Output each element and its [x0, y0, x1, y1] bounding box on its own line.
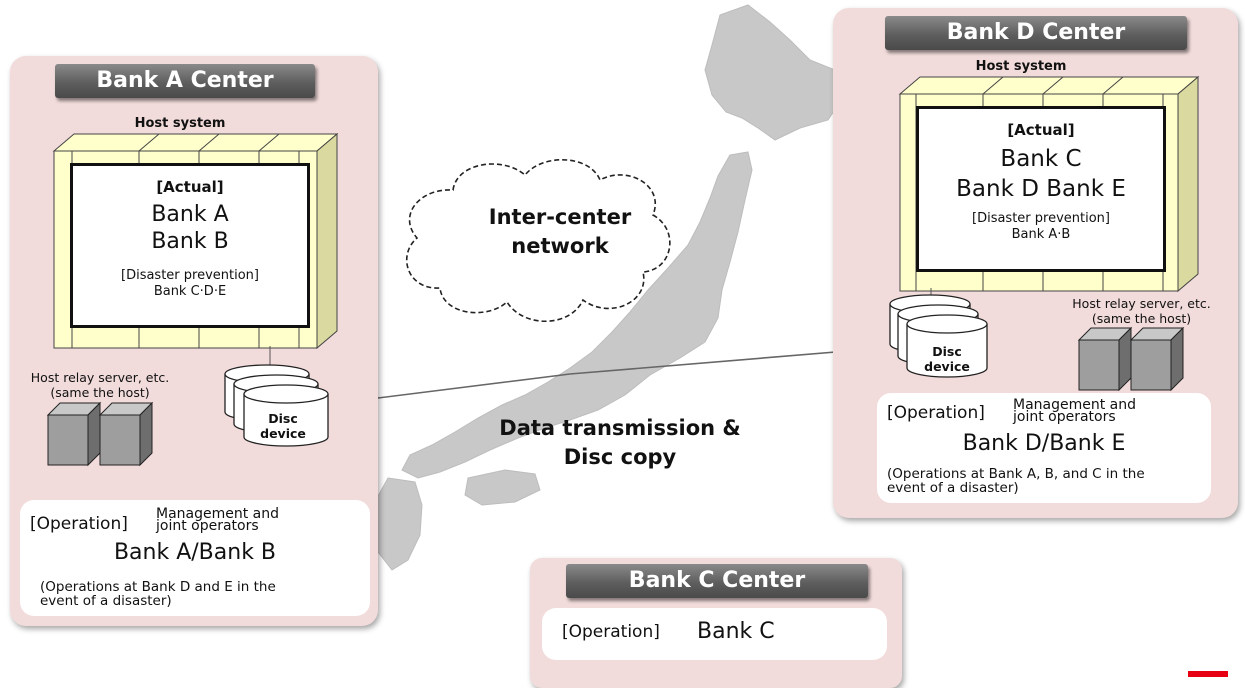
- bank-a-title: Bank A Center: [55, 64, 315, 98]
- bank-d-center: Bank D Center Host system [Actual] Bank …: [833, 8, 1238, 518]
- corner-mark: [1188, 671, 1228, 677]
- bank-a-disc-label: Disc device: [260, 411, 306, 441]
- bank-d-op-role: Management and joint operators: [1013, 397, 1137, 425]
- bank-a-actual-heading: [Actual]: [156, 178, 224, 196]
- bank-a-operation-box: [Operation] Management and joint operato…: [20, 500, 370, 616]
- bank-d-operation-box: [Operation] Management and joint operato…: [877, 393, 1211, 503]
- bank-a-op-banks: Bank A/Bank B: [113, 540, 277, 565]
- bank-c-title: Bank C Center: [566, 564, 868, 598]
- bank-d-disc-label: Disc device: [924, 344, 970, 374]
- bank-d-op-prefix: [Operation]: [887, 403, 985, 423]
- bank-d-host-label: Host system: [975, 59, 1067, 74]
- bank-d-dp-heading: [Disaster prevention]: [972, 211, 1110, 226]
- transfer-label: Data transmission & Disc copy: [499, 416, 741, 469]
- bank-c-operation-box: [Operation] Bank C: [542, 608, 887, 660]
- network-cloud: [406, 158, 671, 322]
- bank-a-disc-icon: [224, 364, 329, 447]
- bank-a-center: Bank A Center Host system [Actual] Bank …: [10, 56, 378, 626]
- bank-d-actual-line2: Bank D Bank E: [956, 176, 1126, 202]
- bank-d-relay-label: Host relay server, etc. (same the host): [1072, 296, 1211, 326]
- bank-a-dp-banks: Bank C·D·E: [153, 284, 227, 299]
- bank-d-actual-line1: Bank C: [1000, 146, 1082, 172]
- bank-a-dp-heading: [Disaster prevention]: [121, 268, 259, 283]
- bank-c-op-banks: Bank C: [697, 619, 775, 644]
- network-label: Inter-center network: [488, 205, 632, 258]
- bank-c-center: Bank C Center [Operation] Bank C: [530, 558, 902, 688]
- bank-c-op-prefix: [Operation]: [562, 622, 660, 642]
- bank-d-title: Bank D Center: [885, 16, 1187, 50]
- bank-d-actual-box: [Actual] Bank C Bank D Bank E [Disaster …: [916, 106, 1166, 272]
- bank-d-actual-heading: [Actual]: [1007, 121, 1075, 139]
- bank-d-dp-banks: Bank A·B: [1011, 227, 1071, 242]
- bank-a-host-label: Host system: [134, 116, 226, 131]
- bank-a-relay-label: Host relay server, etc. (same the host): [30, 370, 170, 400]
- bank-d-disc-icon: [889, 294, 988, 378]
- bank-a-actual-box: [Actual] Bank A Bank B [Disaster prevent…: [70, 163, 310, 328]
- bank-d-relay-server-icon: [1077, 326, 1185, 392]
- bank-a-op-role: Management and joint operators: [156, 506, 280, 534]
- bank-a-relay-server-icon: [46, 401, 154, 467]
- bank-d-op-note: (Operations at Bank A, B, and C in the e…: [887, 466, 1145, 496]
- bank-a-op-prefix: [Operation]: [30, 514, 128, 534]
- bank-d-op-banks: Bank D/Bank E: [962, 431, 1126, 456]
- bank-a-op-note: (Operations at Bank D and E in the event…: [40, 579, 276, 609]
- bank-a-actual-line1: Bank A: [151, 202, 229, 227]
- bank-a-actual-line2: Bank B: [151, 229, 229, 254]
